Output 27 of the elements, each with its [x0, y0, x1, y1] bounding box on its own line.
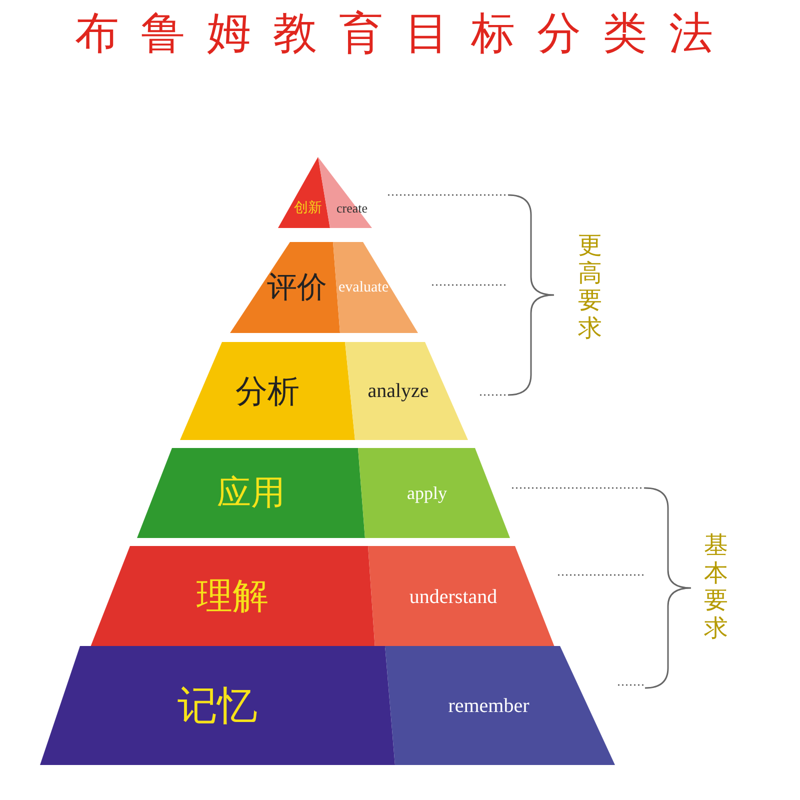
- layer-label: analyze: [368, 381, 429, 401]
- pyramid-layer: [230, 242, 418, 333]
- dotted-line: [618, 684, 645, 686]
- pyramid-layer: [180, 342, 468, 440]
- bracket-label: 更高要求: [577, 232, 603, 342]
- pyramid-layer: [40, 646, 615, 765]
- layer-label: 分析: [236, 375, 300, 407]
- layer-label: 记忆: [178, 686, 258, 726]
- title: 布鲁姆教育目标分类法: [75, 8, 735, 61]
- bracket-label: 基本要求: [703, 532, 729, 642]
- layer-label: create: [336, 202, 368, 214]
- layer-label: 评价: [267, 272, 327, 302]
- dotted-line: [558, 574, 645, 576]
- layer-label: remember: [448, 696, 530, 716]
- pyramid-layer: [90, 546, 555, 648]
- layer-label: evaluate: [338, 280, 388, 295]
- pyramid-layer: [137, 448, 510, 538]
- dotted-line: [512, 487, 645, 489]
- pyramid-layer: [278, 157, 372, 228]
- layer-label: 创新: [294, 201, 322, 215]
- dotted-line: [388, 194, 508, 196]
- dotted-line: [432, 284, 508, 286]
- layer-label: 理解: [196, 579, 268, 615]
- dotted-line: [480, 394, 508, 396]
- layer-label: apply: [407, 484, 447, 502]
- layer-label: 应用: [217, 476, 285, 510]
- layer-label: understand: [409, 587, 498, 607]
